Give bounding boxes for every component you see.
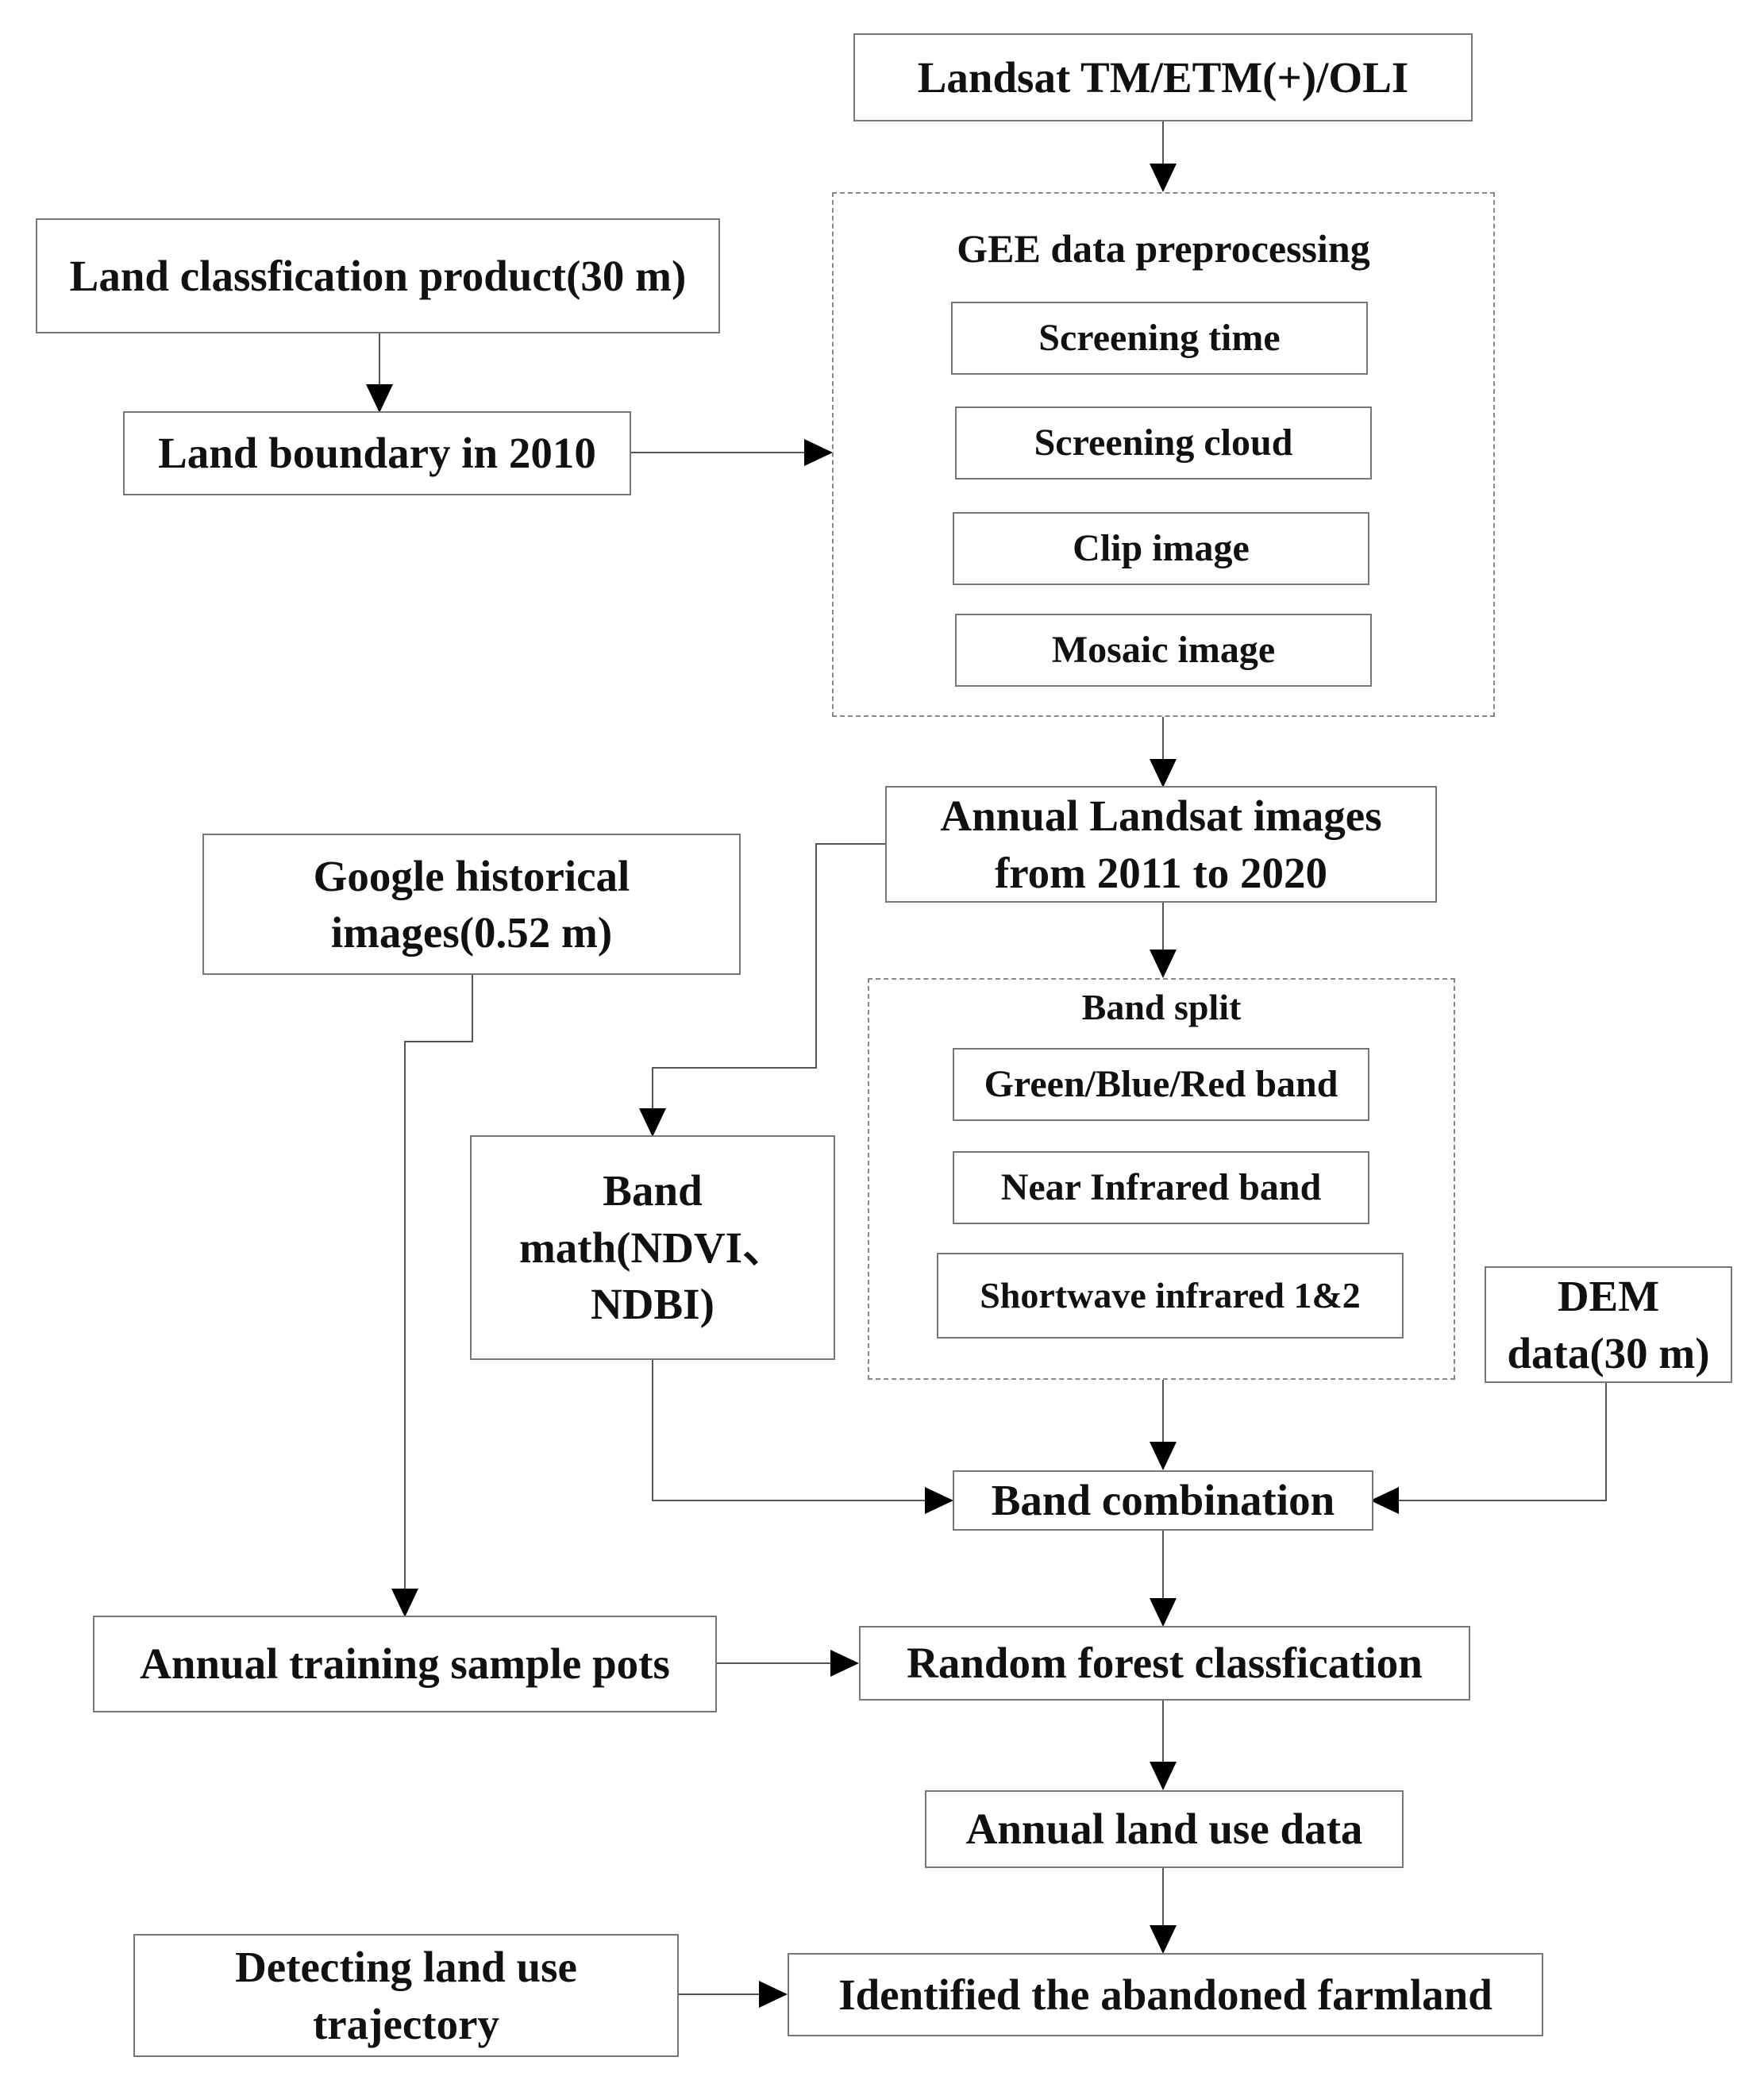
google-historical-images-label: Google historical images(0.52 m) <box>314 848 630 961</box>
dem-line-1: DEM <box>1557 1272 1660 1320</box>
band-math-box: Band math(NDVI、 NDBI) <box>470 1135 835 1360</box>
shortwave-infrared-box: Shortwave infrared 1&2 <box>937 1253 1404 1339</box>
trajectory-line-2: trajectory <box>312 1999 500 2048</box>
clip-image-box: Clip image <box>953 512 1369 585</box>
annual-land-use-box: Annual land use data <box>925 1790 1404 1868</box>
screening-cloud-label: Screening cloud <box>1034 421 1293 464</box>
mosaic-image-label: Mosaic image <box>1051 628 1276 671</box>
arrow-annual-to-bandmath <box>639 843 885 1137</box>
green-blue-red-band-box: Green/Blue/Red band <box>953 1048 1369 1121</box>
band-math-label: Band math(NDVI、 NDBI) <box>519 1162 786 1333</box>
dem-data-label: DEM data(30 m) <box>1507 1268 1709 1381</box>
mosaic-image-box: Mosaic image <box>955 614 1372 687</box>
google-historical-images-box: Google historical images(0.52 m) <box>202 834 741 975</box>
screening-cloud-box: Screening cloud <box>955 406 1372 480</box>
abandoned-farmland-label: Identified the abandoned farmland <box>838 1970 1492 2019</box>
random-forest-label: Random forest classfication <box>907 1639 1423 1688</box>
landsat-source-box: Landsat TM/ETM(+)/OLI <box>853 33 1473 121</box>
near-infrared-band-box: Near Infrared band <box>953 1151 1369 1224</box>
green-blue-red-band-label: Green/Blue/Red band <box>984 1062 1338 1105</box>
band-combination-box: Band combination <box>953 1470 1373 1531</box>
band-combination-label: Band combination <box>991 1476 1335 1525</box>
arrow-dem-to-combination <box>1370 1383 1607 1514</box>
band-split-group: Band split <box>868 978 1455 1380</box>
dem-line-2: data(30 m) <box>1507 1328 1710 1377</box>
annual-land-use-label: Annual land use data <box>965 1805 1363 1854</box>
annual-landsat-images-label: Annual Landsat images from 2011 to 2020 <box>940 788 1381 901</box>
clip-image-label: Clip image <box>1073 526 1250 569</box>
land-classification-product-box: Land classfication product(30 m) <box>36 218 720 333</box>
abandoned-farmland-box: Identified the abandoned farmland <box>788 1953 1543 2036</box>
google-line-1: Google historical <box>313 851 630 900</box>
gee-preprocessing-title: GEE data preprocessing <box>957 226 1370 271</box>
trajectory-line-1: Detecting land use <box>235 1943 577 1991</box>
annual-landsat-line-1: Annual Landsat images <box>940 792 1382 840</box>
dem-data-box: DEM data(30 m) <box>1485 1266 1732 1383</box>
annual-training-samples-box: Annual training sample pots <box>93 1616 717 1712</box>
land-use-trajectory-box: Detecting land use trajectory <box>133 1934 679 2057</box>
arrow-google-to-training <box>391 975 473 1617</box>
screening-time-label: Screening time <box>1038 316 1281 359</box>
band-math-line-1: Band <box>603 1166 703 1215</box>
band-math-line-3: NDBI) <box>591 1280 714 1329</box>
band-math-line-2: math(NDVI、 <box>518 1223 787 1272</box>
land-classification-product-label: Land classfication product(30 m) <box>69 251 687 300</box>
near-infrared-band-label: Near Infrared band <box>1000 1165 1322 1208</box>
gee-preprocessing-group: GEE data preprocessing <box>832 192 1495 717</box>
landsat-source-label: Landsat TM/ETM(+)/OLI <box>917 52 1409 102</box>
band-split-title: Band split <box>1081 987 1242 1027</box>
arrow-bandmath-to-combination <box>652 1360 953 1514</box>
shortwave-infrared-label: Shortwave infrared 1&2 <box>980 1275 1361 1316</box>
annual-landsat-line-2: from 2011 to 2020 <box>994 848 1328 897</box>
land-boundary-label: Land boundary in 2010 <box>158 429 596 478</box>
random-forest-box: Random forest classfication <box>859 1626 1470 1701</box>
land-use-trajectory-label: Detecting land use trajectory <box>235 1939 577 2052</box>
annual-landsat-images-box: Annual Landsat images from 2011 to 2020 <box>885 786 1437 903</box>
google-line-2: images(0.52 m) <box>330 908 613 957</box>
screening-time-box: Screening time <box>951 302 1368 375</box>
land-boundary-box: Land boundary in 2010 <box>123 411 631 495</box>
annual-training-samples-label: Annual training sample pots <box>140 1639 670 1689</box>
